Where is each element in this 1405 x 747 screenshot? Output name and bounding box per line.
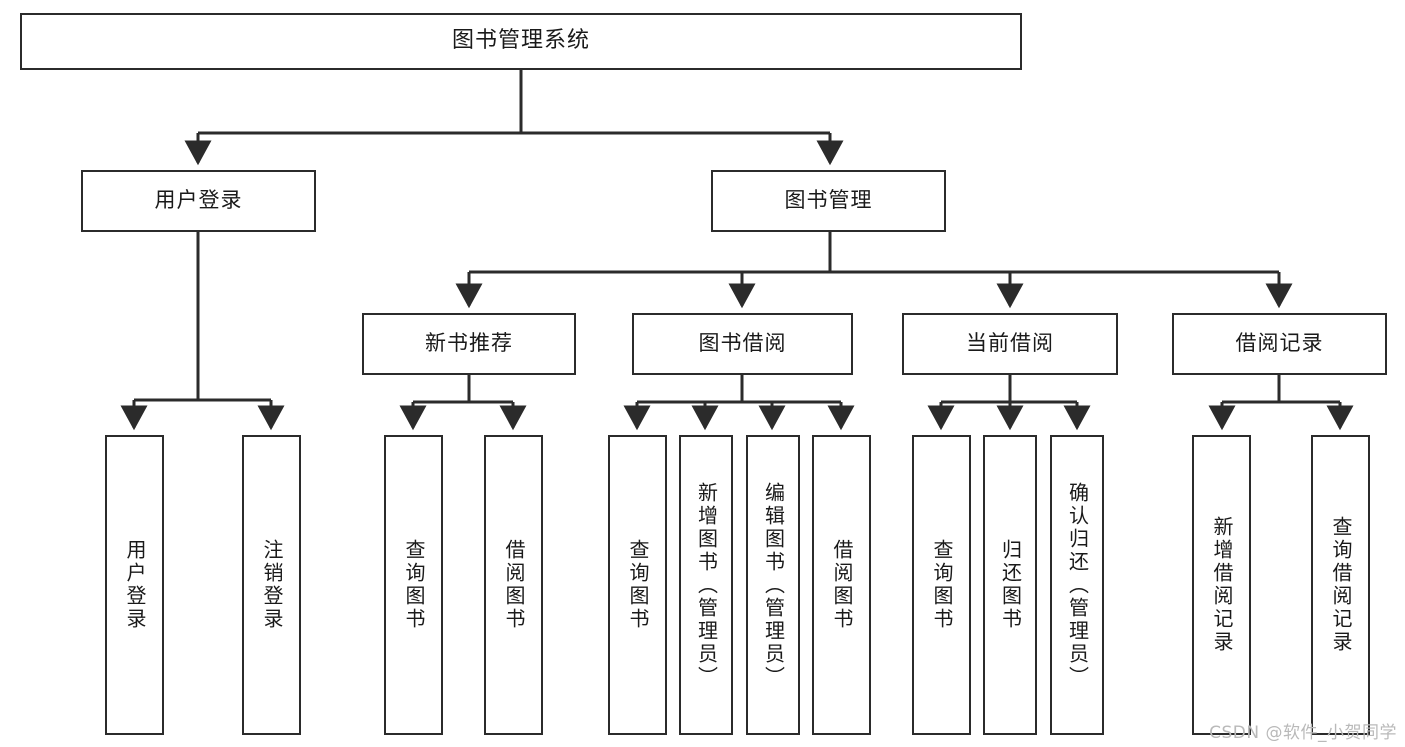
node-label: 查询借阅记录	[1329, 516, 1353, 654]
node-label: 查询图书	[402, 539, 426, 631]
node-label: 归还图书	[998, 539, 1023, 631]
leaf-return-book[interactable]: 归还图书	[983, 435, 1037, 735]
leaf-add-book-admin[interactable]: 新增图书（管理员）	[679, 435, 733, 735]
node-borrow-record[interactable]: 借阅记录	[1172, 313, 1387, 375]
node-label: 用户登录	[154, 188, 243, 213]
node-user-login[interactable]: 用户登录	[81, 170, 316, 232]
node-label: 图书借阅	[698, 331, 787, 356]
node-book-management[interactable]: 图书管理	[711, 170, 946, 232]
node-label: 借阅图书	[830, 539, 854, 631]
node-label: 查询图书	[626, 539, 650, 631]
leaf-query-book-current[interactable]: 查询图书	[912, 435, 971, 735]
node-label: 用户登录	[123, 539, 147, 631]
node-label: 新书推荐	[425, 331, 513, 356]
leaf-borrow-book-recommend[interactable]: 借阅图书	[484, 435, 543, 735]
watermark-text: CSDN @软件_小贺同学	[1209, 723, 1397, 743]
node-current-borrow[interactable]: 当前借阅	[902, 313, 1118, 375]
leaf-logout[interactable]: 注销登录	[242, 435, 301, 735]
node-label: 新增借阅记录	[1210, 516, 1234, 654]
leaf-borrow-book[interactable]: 借阅图书	[812, 435, 871, 735]
node-label: 确认归还（管理员）	[1065, 481, 1090, 689]
node-label: 当前借阅	[966, 331, 1054, 356]
node-label: 查询图书	[930, 539, 954, 631]
leaf-edit-book-admin[interactable]: 编辑图书（管理员）	[746, 435, 800, 735]
leaf-confirm-return-admin[interactable]: 确认归还（管理员）	[1050, 435, 1104, 735]
node-label: 借阅图书	[502, 539, 526, 631]
leaf-query-book-borrow[interactable]: 查询图书	[608, 435, 667, 735]
node-new-book-recommend[interactable]: 新书推荐	[362, 313, 576, 375]
node-label: 图书管理系统	[451, 28, 590, 54]
leaf-query-borrow-record[interactable]: 查询借阅记录	[1311, 435, 1370, 735]
leaf-user-login[interactable]: 用户登录	[105, 435, 164, 735]
node-book-borrow[interactable]: 图书借阅	[632, 313, 853, 375]
node-label: 注销登录	[260, 539, 284, 631]
node-root-book-management-system[interactable]: 图书管理系统	[20, 13, 1022, 70]
node-label: 借阅记录	[1235, 331, 1324, 356]
leaf-query-book-recommend[interactable]: 查询图书	[384, 435, 443, 735]
node-label: 图书管理	[784, 188, 873, 213]
leaf-add-borrow-record[interactable]: 新增借阅记录	[1192, 435, 1251, 735]
node-label: 编辑图书（管理员）	[761, 481, 786, 689]
node-label: 新增图书（管理员）	[694, 481, 719, 689]
